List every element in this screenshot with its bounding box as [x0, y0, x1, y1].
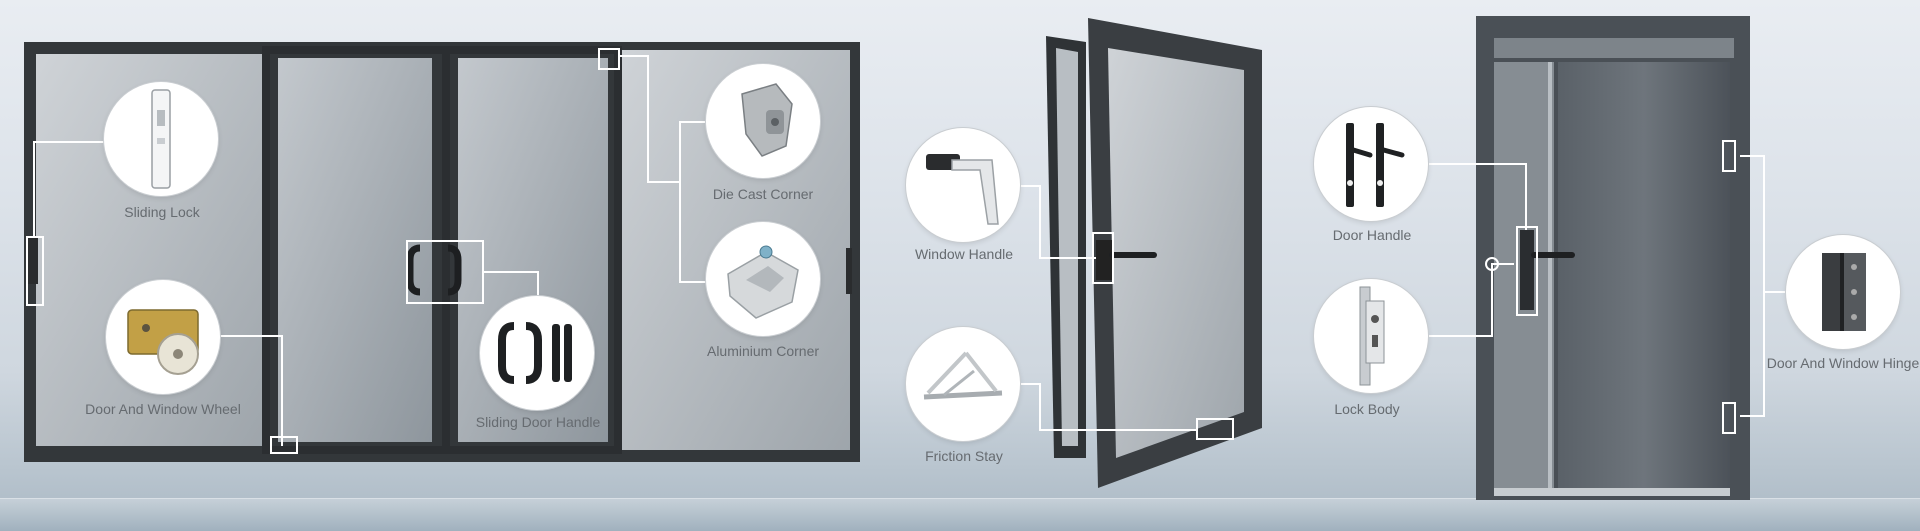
floor — [0, 498, 1920, 531]
aluminium-corner-bubble — [706, 222, 820, 336]
sliding-door-handle-bubble — [480, 296, 594, 410]
corner-highlight — [598, 48, 620, 70]
friction-stay-label: Friction Stay — [925, 448, 1003, 464]
die-cast-corner-icon — [741, 83, 793, 157]
lock-body-bubble — [1314, 279, 1428, 393]
die-cast-corner-bubble — [706, 64, 820, 178]
lever-handle-icon — [1346, 123, 1405, 207]
window-handle-label: Window Handle — [914, 246, 1014, 262]
friction-stay-icon — [923, 351, 1003, 400]
wheel-label: Door And Window Wheel — [85, 401, 241, 417]
sliding-lock-label: Sliding Lock — [124, 204, 200, 220]
mortise-lock-icon — [1359, 286, 1385, 386]
wheel-bubble — [106, 280, 220, 394]
friction-stay-highlight — [1196, 418, 1234, 440]
hinge-label: Door And Window Hinge — [1766, 355, 1920, 371]
sliding-door-handle-label: Sliding Door Handle — [475, 414, 601, 430]
window-handle-bubble — [906, 128, 1020, 242]
sliding-handle-highlight — [406, 240, 484, 304]
window-handle-icon — [926, 154, 999, 225]
sliding-lock-highlight — [26, 236, 44, 306]
hinge-icon — [1822, 253, 1866, 331]
d-handle-icon — [498, 322, 572, 384]
wheel-highlight — [270, 436, 298, 454]
door-handle-highlight — [1516, 226, 1538, 316]
sliding-lock-icon — [151, 89, 171, 189]
hinge-bottom-highlight — [1722, 402, 1736, 434]
lock-body-label: Lock Body — [1334, 401, 1400, 417]
roller-wheel-icon — [127, 309, 199, 375]
window-handle-highlight — [1092, 232, 1114, 284]
die-cast-corner-label: Die Cast Corner — [712, 186, 814, 202]
door-handle-bubble — [1314, 107, 1428, 221]
hinge-top-highlight — [1722, 140, 1736, 172]
door-handle-label: Door Handle — [1332, 227, 1412, 243]
sliding-lock-bubble — [104, 82, 218, 196]
friction-stay-bubble — [906, 327, 1020, 441]
aluminium-corner-label: Aluminium Corner — [706, 343, 820, 359]
aluminium-corner-icon — [727, 245, 799, 319]
hinge-bubble — [1786, 235, 1900, 349]
